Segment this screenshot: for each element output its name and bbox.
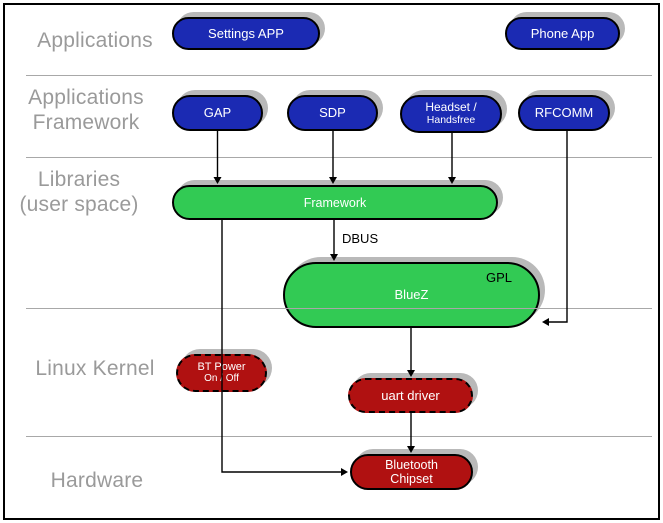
node-label: uart driver bbox=[381, 387, 440, 403]
node-phone-app: Phone App bbox=[505, 17, 620, 50]
node-label: On / Off bbox=[204, 373, 239, 384]
node-bt-power: BT Power On / Off bbox=[176, 354, 267, 392]
gpl-license-badge: GPL bbox=[485, 270, 512, 285]
node-label: RFCOMM bbox=[534, 105, 594, 120]
node-label: Framework bbox=[303, 195, 367, 210]
layer-label-libraries-user-space: Libraries (user space) bbox=[0, 167, 158, 217]
layer-separator bbox=[26, 436, 652, 437]
node-settings-app: Settings APP bbox=[172, 17, 320, 50]
node-label: Bluetooth bbox=[385, 458, 438, 472]
node-label: GAP bbox=[203, 105, 232, 120]
layer-separator bbox=[26, 157, 652, 158]
node-label: BlueZ bbox=[394, 287, 429, 302]
node-label: Phone App bbox=[530, 25, 595, 41]
layer-separator bbox=[26, 308, 652, 309]
node-label: BT Power bbox=[197, 360, 246, 373]
layer-label-line: Libraries bbox=[37, 168, 121, 191]
layer-label-line: (user space) bbox=[19, 193, 139, 216]
node-label: Settings APP bbox=[208, 25, 284, 41]
layer-label-hardware: Hardware bbox=[17, 468, 177, 493]
node-headset-handsfree: Headset / Handsfree bbox=[400, 95, 502, 133]
layer-label-line: Framework bbox=[32, 111, 140, 134]
node-rfcomm: RFCOMM bbox=[518, 95, 610, 131]
dbus-edge-label: DBUS bbox=[342, 231, 379, 246]
node-bluez: GPL BlueZ bbox=[283, 262, 540, 328]
node-framework: Framework bbox=[172, 185, 498, 220]
layer-label-applications: Applications bbox=[15, 28, 175, 53]
layer-label-linux-kernel: Linux Kernel bbox=[15, 356, 175, 381]
node-label: Handsfree bbox=[426, 114, 476, 126]
node-uart-driver: uart driver bbox=[348, 378, 473, 413]
node-label: Chipset bbox=[390, 472, 433, 486]
layer-label-applications-framework: Applications Framework bbox=[6, 85, 166, 135]
node-sdp: SDP bbox=[287, 95, 378, 131]
node-gap: GAP bbox=[172, 95, 263, 131]
node-label: SDP bbox=[319, 105, 346, 120]
layer-label-line: Linux Kernel bbox=[35, 357, 155, 380]
layer-label-line: Applications bbox=[37, 29, 153, 52]
layer-label-line: Hardware bbox=[50, 469, 144, 492]
node-bluetooth-chipset: Bluetooth Chipset bbox=[350, 454, 473, 490]
diagram-border-frame bbox=[3, 3, 660, 520]
layer-label-line: Applications bbox=[28, 86, 144, 109]
node-label: Headset / bbox=[425, 100, 477, 114]
layer-separator bbox=[26, 75, 652, 76]
